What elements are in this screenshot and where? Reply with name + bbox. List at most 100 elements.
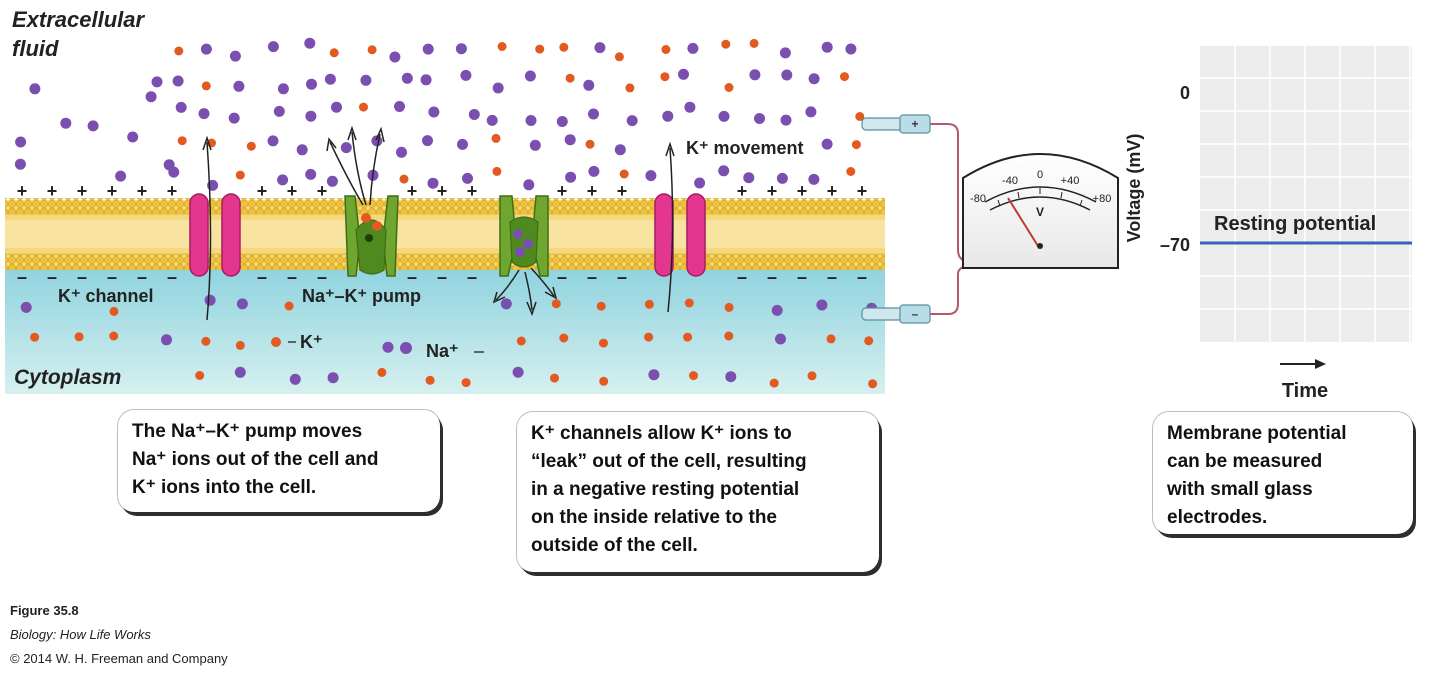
negative-charge: – <box>827 267 837 287</box>
sodium-ion <box>324 73 336 85</box>
sodium-ion <box>645 170 657 182</box>
sodium-ion <box>60 117 72 129</box>
potassium-ion <box>864 336 874 346</box>
sodium-ion <box>200 43 212 55</box>
negative-charge: – <box>767 267 777 287</box>
potassium-ion <box>749 38 759 48</box>
sodium-ion <box>326 175 338 187</box>
potassium-ion <box>516 336 526 346</box>
electrodes-callout-line-2: can be measured <box>1167 451 1323 472</box>
potassium-ion <box>359 102 368 112</box>
sodium-ion <box>20 301 32 313</box>
potassium-ion <box>724 83 734 92</box>
pump-callout-line-1: The Na⁺–K⁺ pump moves <box>132 421 363 442</box>
potassium-ion <box>492 166 502 176</box>
channels-callout-line-1: K⁺ channels allow K⁺ ions to <box>531 423 792 444</box>
sodium-ion <box>754 113 765 124</box>
potassium-ion <box>195 371 205 380</box>
potassium-ion <box>550 373 559 383</box>
electrode-top: + <box>861 114 931 134</box>
sodium-ion <box>662 110 674 122</box>
membrane-charges: +–+–+–+–+–+–+–+–+–+–+–+–+–+–+–+–+–+–+–+– <box>17 181 868 287</box>
potassium-ion <box>661 45 671 54</box>
positive-charge: + <box>857 181 868 201</box>
sodium-ion <box>428 106 440 118</box>
figure-number: Figure 35.8 <box>10 603 79 618</box>
negative-charge: – <box>317 267 327 287</box>
potassium-ion <box>625 83 635 93</box>
sodium-ion <box>805 106 817 118</box>
sodium-ion <box>775 333 786 345</box>
positive-charge: + <box>77 181 88 201</box>
potassium-ion <box>724 331 734 341</box>
sodium-ion <box>525 115 537 126</box>
sodium-ion <box>457 138 468 150</box>
potassium-ion <box>109 331 119 341</box>
positive-charge: + <box>797 181 808 201</box>
positive-charge: + <box>167 181 178 201</box>
sodium-ion <box>694 177 706 189</box>
potassium-ion <box>377 367 387 377</box>
positive-charge: + <box>587 181 598 201</box>
potassium-ion <box>851 140 861 150</box>
na-k-pump-label: Na⁺–K⁺ pump <box>302 286 421 306</box>
potassium-ion <box>585 139 595 149</box>
meter-tick-label: +40 <box>1061 175 1080 187</box>
sodium-ion <box>588 108 599 120</box>
voltage-graph: Resting potential 0 –70 Voltage (mV) Tim… <box>1124 46 1412 402</box>
sodium-ion <box>529 139 541 151</box>
sodium-ion <box>492 82 504 94</box>
sodium-ion <box>233 80 245 92</box>
potassium-ion <box>461 378 471 388</box>
sodium-ion <box>394 101 405 112</box>
sodium-ion <box>87 120 99 132</box>
potassium-ion <box>599 376 609 386</box>
potassium-ion <box>683 332 693 342</box>
positive-charge: + <box>47 181 58 201</box>
sodium-ion <box>718 110 730 122</box>
lipid-bilayer <box>5 198 885 270</box>
potassium-ion <box>425 375 435 385</box>
na-k-pump-outward <box>344 195 399 277</box>
sodium-ion <box>331 101 342 113</box>
sodium-ion <box>743 172 755 184</box>
sodium-ion <box>304 37 316 49</box>
potassium-ion <box>367 45 377 55</box>
sodium-ion <box>626 115 638 127</box>
electrode-bottom: – <box>861 304 931 324</box>
potassium-ion <box>329 48 339 58</box>
potassium-ion <box>246 141 256 151</box>
negative-charge: – <box>167 267 177 287</box>
sodium-ion <box>267 41 279 53</box>
negative-charge: – <box>47 267 57 287</box>
sodium-ion <box>340 142 352 154</box>
sodium-ion <box>776 172 788 184</box>
potassium-ion <box>177 136 187 146</box>
sodium-ion <box>229 50 241 62</box>
positive-charge: + <box>467 181 478 201</box>
channels-callout-line-5: outside of the cell. <box>531 535 698 556</box>
sodium-ion <box>725 371 737 383</box>
extracellular-label: Extracellular <box>12 7 146 32</box>
y-tick-0: 0 <box>1180 83 1190 103</box>
sodium-ion <box>401 72 413 84</box>
time-arrow <box>1315 359 1326 369</box>
sodium-ion <box>422 135 433 147</box>
extracellular-label-line2: fluid <box>12 36 59 61</box>
sodium-ion <box>396 146 407 158</box>
ions-layer <box>14 37 878 389</box>
pump-callout-line-3: K⁺ ions into the cell. <box>132 477 317 498</box>
negative-charge: – <box>617 267 627 287</box>
k-ion-legend-dot <box>271 337 281 347</box>
ion-flow-arrows <box>202 125 675 321</box>
sodium-ion <box>305 168 317 180</box>
channels-callout-line-2: “leak” out of the cell, resulting <box>531 451 807 472</box>
potassium-ion <box>689 371 698 381</box>
sodium-ion <box>749 69 761 81</box>
positive-charge: + <box>827 181 838 201</box>
sodium-ion <box>648 369 660 381</box>
k-channel-right <box>654 193 706 277</box>
potassium-ion <box>644 332 654 342</box>
negative-charge: – <box>17 267 27 287</box>
